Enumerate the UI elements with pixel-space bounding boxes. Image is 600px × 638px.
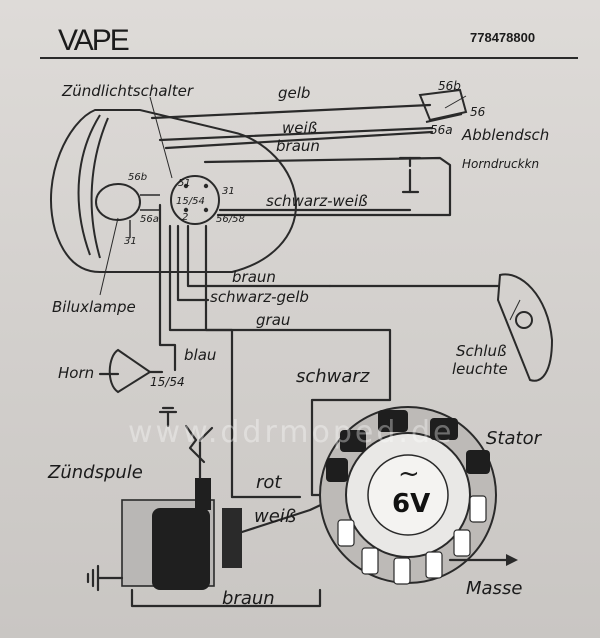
- horn-button: [398, 156, 422, 194]
- part-number: 778478800: [470, 30, 535, 45]
- masse-arrow: [448, 554, 518, 566]
- terminal-56a-switch: 56a: [430, 123, 453, 137]
- ground-symbol-top: [158, 406, 178, 428]
- terminal-2: 2: [182, 212, 188, 223]
- label-blau: blau: [184, 346, 216, 364]
- watermark: www.ddrmoped.de: [128, 415, 454, 450]
- terminal-56-58: 56/58: [216, 214, 245, 225]
- terminal-56b-switch: 56b: [438, 79, 461, 93]
- bilux-lamp: [95, 183, 160, 238]
- wire-braun: [130, 588, 322, 608]
- ignition-coil: [121, 424, 242, 590]
- label-rot: rot: [256, 472, 282, 493]
- ignition-switch: [170, 175, 220, 225]
- brand-logo: VAPE: [58, 24, 129, 57]
- label-braun-bottom: braun: [222, 588, 275, 609]
- ground-symbol-coil: [86, 564, 124, 592]
- tail-light: [496, 273, 554, 382]
- label-schlussleuchte-2: leuchte: [452, 360, 508, 378]
- label-stator: Stator: [486, 428, 543, 449]
- ac-tilde: ~: [398, 459, 420, 489]
- label-weiss-bottom: weiß: [254, 506, 296, 527]
- label-horn: Horn: [58, 364, 94, 382]
- terminal-56a-lamp: 56a: [140, 214, 159, 225]
- label-grau: grau: [256, 311, 290, 329]
- label-masse: Masse: [466, 578, 522, 599]
- label-horndruckknopf: Horndruckkn: [462, 157, 539, 171]
- terminal-56b-lamp: 56b: [128, 172, 147, 183]
- terminal-31-lamp: 31: [124, 236, 137, 247]
- label-weiss-top: weiß: [282, 119, 317, 137]
- label-schwarz-weiss: schwarz-weiß: [266, 192, 368, 210]
- horn: [98, 348, 164, 394]
- label-zuendlichtschalter: Zündlichtschalter: [61, 82, 194, 100]
- label-biluxlampe: Biluxlampe: [52, 298, 136, 316]
- headlight-wires: [150, 103, 500, 499]
- terminal-15-54: 15/54: [176, 196, 205, 207]
- stator: [319, 406, 497, 585]
- stator-voltage: 6V: [392, 489, 430, 519]
- wire-schwarz: [310, 358, 392, 497]
- label-zuendspule: Zündspule: [47, 462, 143, 483]
- label-schwarz-gelb: schwarz-gelb: [210, 288, 309, 306]
- terminal-31-switch: 31: [222, 186, 235, 197]
- label-abblendschalter: Abblendsch: [461, 126, 549, 144]
- terminal-15-54-horn: 15/54: [150, 375, 185, 389]
- dimmer-switch: [418, 88, 468, 123]
- label-gelb: gelb: [278, 84, 310, 102]
- label-braun-top: braun: [276, 137, 320, 155]
- leader-lines: [99, 95, 521, 321]
- label-braun-mid: braun: [232, 268, 276, 286]
- label-schwarz: schwarz: [296, 366, 370, 387]
- label-schlussleuchte-1: Schluß: [456, 342, 506, 360]
- terminal-56-switch: 56: [470, 105, 486, 119]
- terminal-51: 51: [178, 178, 191, 189]
